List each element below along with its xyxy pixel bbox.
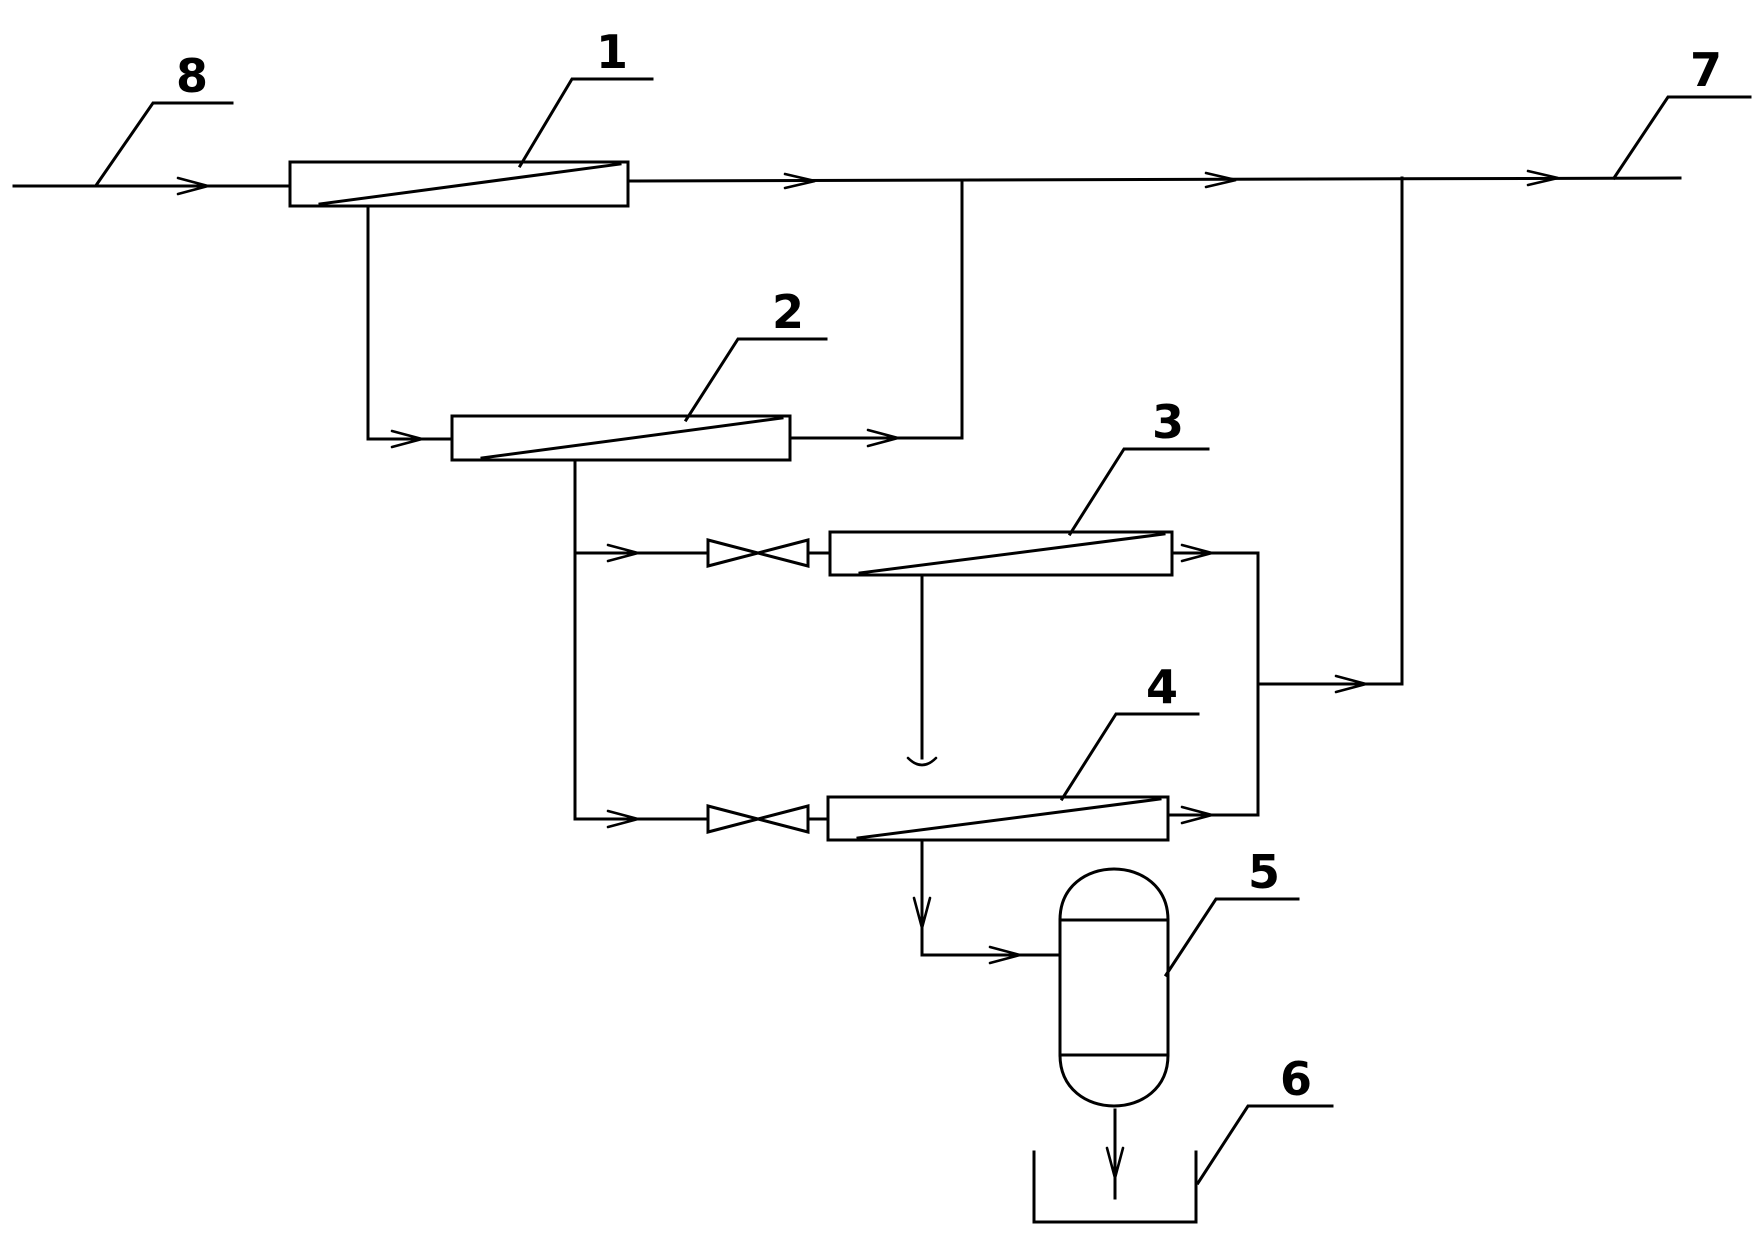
flow-arrow-icon xyxy=(1180,805,1218,825)
membrane-diagonal xyxy=(856,797,1162,840)
leader-2 xyxy=(683,337,828,423)
flow-arrow-icon xyxy=(1334,674,1372,694)
leader-5 xyxy=(1163,897,1300,978)
label-3: 3 xyxy=(1152,395,1184,449)
flow-arrow-icon xyxy=(912,896,932,934)
membrane-module-3 xyxy=(828,530,1174,577)
leader-4 xyxy=(1059,712,1200,802)
pipe-2-to-main xyxy=(788,180,964,440)
flow-arrow-icon xyxy=(866,428,904,448)
pipe-branch-lower xyxy=(573,551,710,821)
labels: 8 1 2 3 4 5 6 7 xyxy=(176,25,1722,1106)
membrane-module-2 xyxy=(450,414,792,462)
label-6: 6 xyxy=(1280,1052,1312,1106)
valve-upper xyxy=(706,538,810,568)
collection-tank-icon xyxy=(1032,1150,1198,1224)
flow-arrow-icon xyxy=(1526,169,1559,187)
flow-arrow-icon xyxy=(988,945,1026,965)
flow-arrow-icon xyxy=(606,543,644,563)
flow-arrow-icon xyxy=(176,176,214,196)
leader-3 xyxy=(1067,447,1210,537)
label-1: 1 xyxy=(596,25,628,79)
membrane-diagonal xyxy=(318,162,622,206)
pipe-4-to-5 xyxy=(920,838,1062,957)
separator-vessel-5 xyxy=(1058,867,1170,1108)
label-5: 5 xyxy=(1248,845,1280,899)
pipes xyxy=(12,176,1682,1200)
leader-6 xyxy=(1195,1104,1334,1186)
flow-arrow-icon xyxy=(1180,543,1218,563)
flow-arrow-icon xyxy=(783,172,816,190)
separator-vessel-icon xyxy=(1058,867,1170,1108)
flow-arrow-icon xyxy=(1204,171,1237,189)
label-7: 7 xyxy=(1690,43,1722,97)
leader-1 xyxy=(517,77,654,169)
leader-8 xyxy=(94,101,234,187)
pipe-1-to-2 xyxy=(366,204,454,441)
flow-arrow-icon xyxy=(1105,1146,1125,1184)
valve-icon xyxy=(706,804,810,834)
membrane-diagonal xyxy=(858,532,1166,575)
flow-arrow-icon xyxy=(606,809,644,829)
flow-arrow-icon xyxy=(390,429,428,449)
label-2: 2 xyxy=(772,285,804,339)
membrane-module-1 xyxy=(288,160,630,208)
pipe-3-to-collector xyxy=(1166,551,1260,817)
valve-icon xyxy=(706,538,810,568)
leader-7 xyxy=(1611,95,1752,181)
pipe-2-to-branches xyxy=(573,458,710,555)
membrane-module-4 xyxy=(826,795,1170,842)
label-4: 4 xyxy=(1146,660,1178,714)
label-8: 8 xyxy=(176,49,208,103)
leader-lines xyxy=(94,77,1752,1186)
drop-end-icon xyxy=(906,756,938,767)
pipe-collector-to-main xyxy=(1256,176,1404,686)
membrane-diagonal xyxy=(480,416,784,460)
flow-arrows xyxy=(176,169,1559,1184)
main-product-pipe xyxy=(626,176,1682,183)
valve-lower xyxy=(706,804,810,834)
